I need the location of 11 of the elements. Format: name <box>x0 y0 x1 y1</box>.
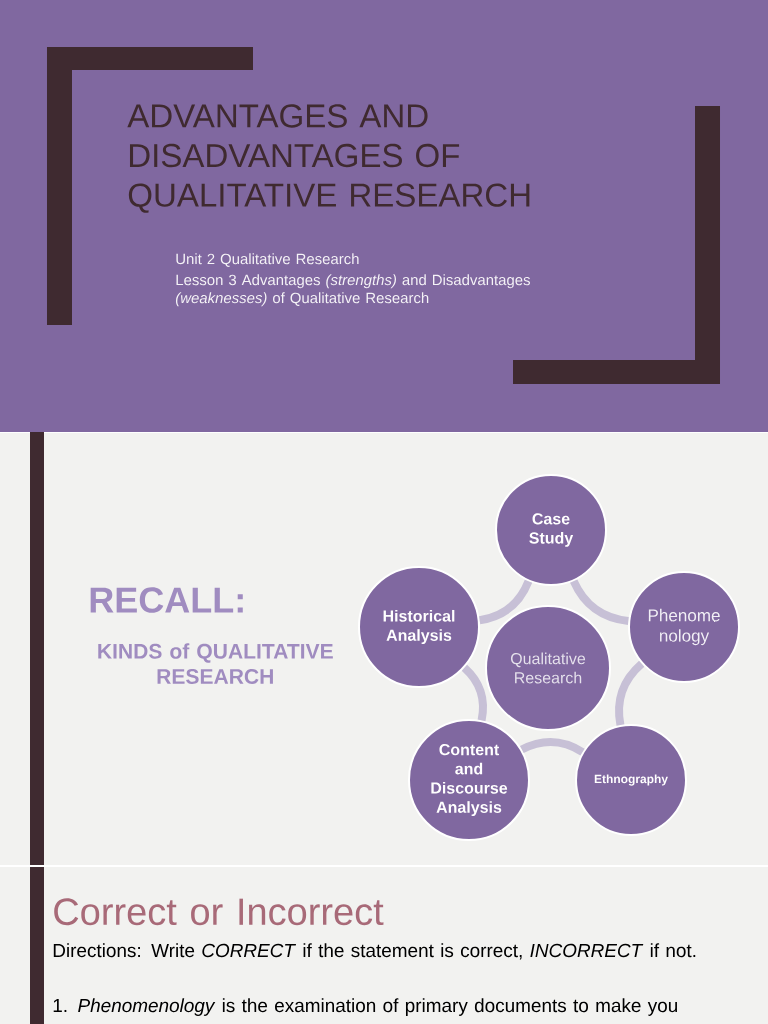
slide-subheading: KINDS of QUALITATIVE RESEARCH <box>98 643 333 684</box>
slide-heading: RECALL: <box>90 587 243 613</box>
question-text: 1. Phenomenology is the examination of primary documents to make you <box>53 998 677 1016</box>
subtitle: Lesson 3 Advantages (strengths) and Disadvantages (weaknesses) of Qualitative Research <box>175 274 530 307</box>
ring-segment <box>478 579 533 625</box>
ring-segment <box>461 664 488 721</box>
directions-text: Directions: Write CORRECT if the statement is correct, INCORRECT if not. <box>53 943 696 960</box>
slide-title: ADVANTAGES AND DISADVANTAGES OF QUALITATIVE RESEARCH <box>127 104 530 213</box>
ring-segment <box>520 737 585 756</box>
slide-heading: Correct or Incorrect <box>54 898 384 926</box>
subtitle: Unit 2 Qualitative Research <box>176 253 359 267</box>
